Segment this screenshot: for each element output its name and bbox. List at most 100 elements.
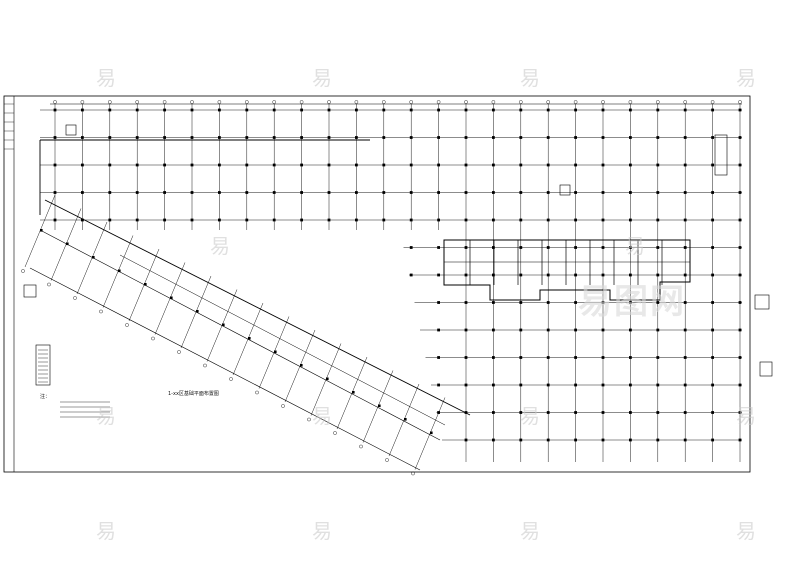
axis-bubble [381, 100, 386, 104]
column-node [382, 108, 386, 112]
column-node [683, 301, 687, 304]
column-node [272, 136, 276, 139]
plan-title: 1-xx区基础平面布置图 [168, 391, 219, 397]
column-node [382, 163, 386, 167]
column-node [574, 246, 577, 249]
column-node [464, 136, 468, 139]
column-node [81, 163, 84, 167]
diag-beam [119, 254, 446, 426]
column-node [656, 273, 660, 277]
column-node [711, 411, 714, 414]
column-node [683, 136, 687, 139]
column-node [437, 163, 440, 167]
detail-box [23, 284, 37, 298]
axis-bubble [409, 100, 414, 104]
column-node [352, 391, 355, 394]
axis-bubble [333, 431, 337, 435]
column-node [711, 328, 714, 332]
column-node [738, 108, 742, 112]
column-node [683, 356, 687, 359]
column-node [546, 273, 550, 277]
column-node [492, 438, 495, 442]
axis-bubble [327, 100, 331, 104]
column-node [629, 383, 632, 387]
column-node [683, 438, 687, 442]
column-node [711, 108, 714, 112]
column-node [300, 191, 303, 194]
column-node [546, 438, 550, 442]
column-node [574, 218, 577, 222]
column-node [546, 301, 550, 304]
column-node [218, 108, 221, 112]
column-node [355, 136, 358, 139]
axis-bubble [385, 458, 389, 462]
column-node [464, 108, 468, 112]
column-node [519, 136, 523, 139]
column-node [629, 438, 632, 442]
column-node [190, 136, 194, 139]
column-node [683, 108, 687, 112]
column-node [738, 191, 742, 194]
column-node [300, 136, 303, 139]
column-node [245, 136, 249, 139]
axis-bubble [519, 100, 523, 104]
column-node [409, 273, 413, 277]
column-node [546, 328, 550, 332]
column-node [218, 191, 221, 194]
column-node [711, 191, 714, 194]
detail-box [65, 124, 77, 136]
axis-bubble [53, 100, 57, 104]
axis-bubble [546, 100, 551, 104]
axis-bubble [135, 100, 139, 104]
column-node [437, 383, 440, 387]
axis-bubble [464, 100, 468, 104]
axis-bubble [299, 100, 304, 104]
column-node [81, 218, 84, 222]
column-node [464, 218, 468, 222]
column-node [711, 218, 714, 222]
axis-bubble [47, 282, 51, 287]
column-node [272, 218, 276, 222]
column-node [574, 108, 577, 112]
column-node [519, 218, 523, 222]
column-node [81, 108, 84, 112]
column-node [409, 191, 413, 194]
column-node [656, 383, 660, 387]
column-node [574, 136, 577, 139]
axis-bubble [491, 100, 496, 104]
axis-bubble [162, 100, 167, 104]
column-node [492, 191, 495, 194]
column-node [492, 218, 495, 222]
column-node [218, 163, 221, 167]
column-node [135, 218, 139, 222]
axis-bubble [99, 309, 103, 314]
column-node [464, 383, 468, 387]
column-node [355, 191, 358, 194]
column-node [711, 383, 714, 387]
column-node [108, 136, 112, 139]
column-node [245, 218, 249, 222]
detail-box [714, 134, 728, 176]
column-node [190, 191, 194, 194]
column-node [492, 246, 495, 249]
column-node [355, 163, 358, 167]
column-node [629, 356, 632, 359]
column-node [656, 136, 660, 139]
column-node [629, 218, 632, 222]
column-node [711, 438, 714, 442]
column-node [574, 301, 577, 304]
column-node [574, 411, 577, 414]
column-node [546, 411, 550, 414]
column-node [108, 218, 112, 222]
column-node [327, 191, 331, 194]
column-node [272, 108, 276, 112]
column-node [519, 356, 523, 359]
column-node [546, 383, 550, 387]
column-node [464, 246, 468, 249]
column-node [464, 191, 468, 194]
column-node [601, 383, 605, 387]
column-node [738, 356, 742, 359]
column-node [683, 328, 687, 332]
column-node [738, 383, 742, 387]
